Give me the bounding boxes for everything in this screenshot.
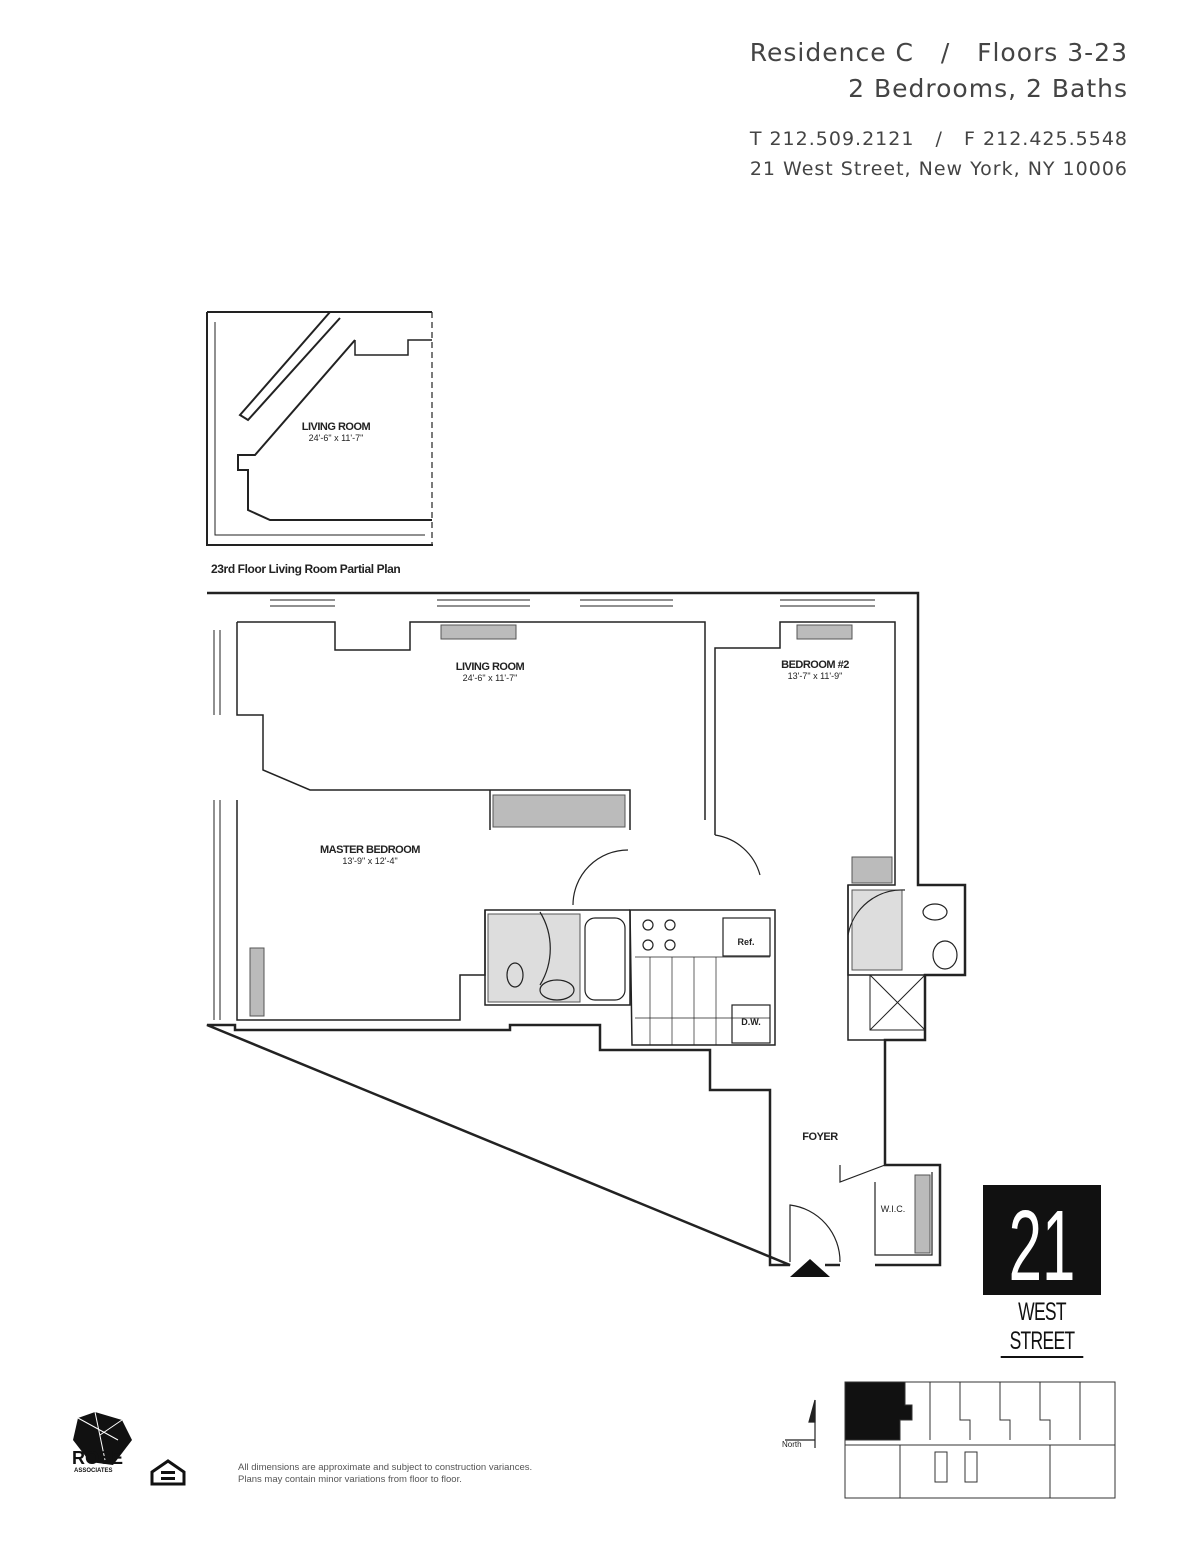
wic-label: W.I.C. — [881, 1204, 906, 1214]
windows — [213, 599, 875, 1020]
21-west-street-logo — [983, 1185, 1101, 1295]
partial-plan-drawing — [206, 311, 433, 546]
master-bedroom-name: MASTER BEDROOM — [320, 844, 420, 856]
unit-outline — [206, 591, 967, 1267]
phone-fax: T 212.509.2121 / F 212.425.5548 — [749, 128, 1128, 150]
bedroom2-name: BEDROOM #2 — [781, 659, 849, 671]
rose-name: ROSE — [72, 1448, 124, 1468]
logo-number: 21 — [1009, 1190, 1076, 1302]
living-room-dims: 24'-6" x 11'-7" — [463, 673, 518, 683]
master-bedroom-dims: 13'-9" x 12'-4" — [342, 856, 397, 866]
disclaimer-line: Plans may contain minor variations from … — [238, 1474, 462, 1485]
equal-housing-icon — [150, 1459, 186, 1486]
north-label: North — [782, 1440, 802, 1449]
entry-arrow-icon — [790, 1259, 830, 1277]
foyer-label: FOYER — [802, 1131, 838, 1143]
living-room-name: LIVING ROOM — [456, 661, 525, 673]
north-arrow-icon — [785, 1399, 816, 1448]
bedroom2-dims: 13'-7" x 11'-9" — [788, 671, 843, 681]
dw-label: D.W. — [741, 1017, 761, 1027]
partial-room-name: LIVING ROOM — [302, 421, 371, 433]
ref-label: Ref. — [737, 937, 754, 947]
disclaimer-line: All dimensions are approximate and subje… — [238, 1462, 533, 1473]
key-plan — [844, 1381, 1116, 1499]
rose-associates-logo — [73, 1411, 132, 1465]
partial-plan-caption: 23rd Floor Living Room Partial Plan — [211, 562, 401, 576]
rose-sub: ASSOCIATES — [74, 1468, 113, 1474]
partial-room-dims: 24'-6" x 11'-7" — [309, 433, 364, 443]
disclaimer: All dimensions are approximate and subje… — [238, 1462, 532, 1486]
logo-name: WEST STREET — [1000, 1298, 1084, 1358]
address: 21 West Street, New York, NY 10006 — [749, 158, 1128, 180]
residence-title: Residence C / Floors 3-23 — [749, 38, 1128, 67]
bedrooms-subtitle: 2 Bedrooms, 2 Baths — [848, 74, 1128, 103]
